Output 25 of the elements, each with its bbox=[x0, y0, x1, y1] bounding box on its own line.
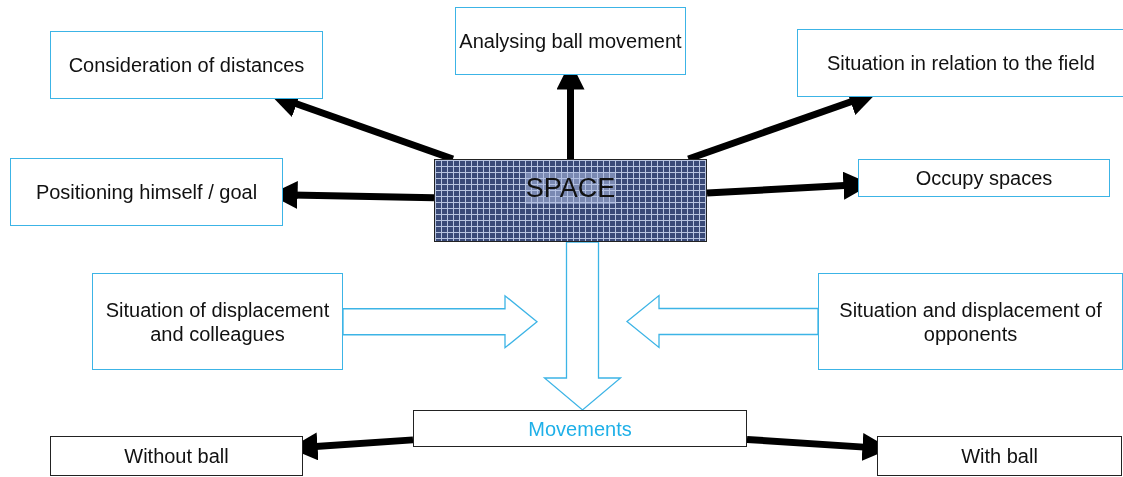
label: Movements bbox=[528, 416, 632, 441]
text-box bbox=[455, 7, 686, 75]
label: Consideration of distances bbox=[68, 53, 305, 77]
label: With ball bbox=[961, 444, 1038, 468]
text-box bbox=[818, 273, 1123, 370]
text-box bbox=[50, 31, 323, 99]
concept-box bbox=[434, 159, 707, 242]
text-box bbox=[877, 436, 1122, 476]
label: Situation and displacement of opponents bbox=[838, 297, 1103, 346]
block-arrow bbox=[542, 241, 623, 411]
label: Situation in relation to the field bbox=[827, 51, 1095, 75]
text-box bbox=[858, 159, 1110, 197]
label: Occupy spaces bbox=[915, 166, 1053, 190]
text-box bbox=[92, 273, 343, 370]
block-arrow bbox=[342, 294, 539, 350]
text-box bbox=[413, 410, 747, 447]
label: Analysing ball movement bbox=[459, 29, 682, 53]
block-arrow bbox=[625, 294, 819, 349]
text-box bbox=[10, 158, 283, 226]
text-box bbox=[50, 436, 303, 476]
text-box bbox=[797, 29, 1123, 97]
title-label: SPACE bbox=[525, 172, 616, 205]
label: Positioning himself / goal bbox=[35, 180, 258, 204]
label: Situation of displacement and colleagues bbox=[104, 297, 331, 346]
label: Without ball bbox=[124, 444, 229, 468]
